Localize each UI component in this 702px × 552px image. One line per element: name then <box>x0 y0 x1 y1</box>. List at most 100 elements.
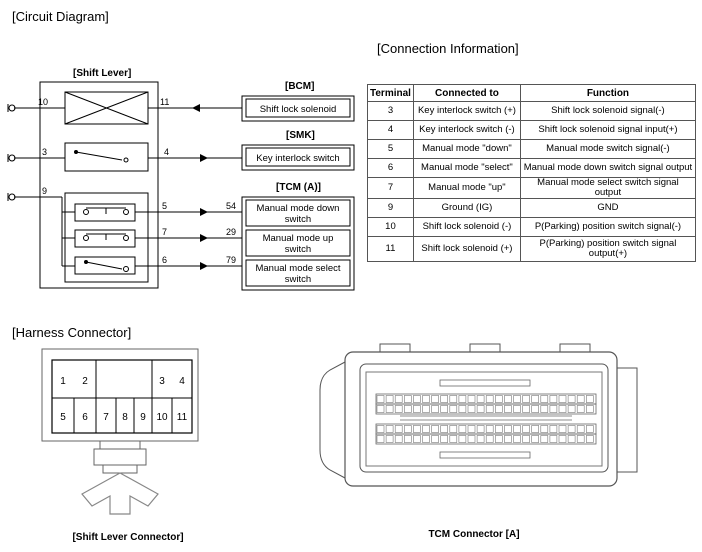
cell-connected: Shift lock solenoid (-) <box>412 217 521 237</box>
ground-terminal-icon <box>8 104 16 112</box>
pin-cavity <box>485 395 494 403</box>
manual-down-label-1: Manual mode down <box>257 203 340 214</box>
pin-cavity <box>431 425 439 433</box>
pin-cavity <box>394 395 403 403</box>
table-row: 6 Manual mode "select" Manual mode down … <box>367 158 696 178</box>
shift-lock-solenoid-label: Shift lock solenoid <box>260 104 337 115</box>
pin-cavity <box>558 425 567 433</box>
pin-label: 7 <box>103 412 109 423</box>
pin-cavity <box>531 435 540 443</box>
pin-cavity <box>403 405 412 413</box>
pin-cavity <box>585 405 594 413</box>
pin-cavity <box>567 405 576 413</box>
pin-cavity <box>522 395 530 403</box>
shift-lever-label: [Shift Lever] <box>73 68 131 79</box>
pin-cavity <box>449 435 458 443</box>
terminal-icon <box>8 154 16 162</box>
connection-info-table: Terminal Connected to Function 3 Key int… <box>367 84 696 262</box>
pin-cavity <box>549 435 558 443</box>
pin-cavity <box>513 395 521 403</box>
manual-select-label-1: Manual mode select <box>255 263 340 274</box>
pin-cavity <box>504 405 512 413</box>
key-interlock-switch-symbol <box>64 142 149 172</box>
pin-cavity <box>567 395 576 403</box>
pin-cavity <box>540 435 549 443</box>
cell-function: Manual mode select switch signal output <box>519 177 696 199</box>
pin-79: 79 <box>226 255 236 265</box>
pin-6: 6 <box>162 255 167 265</box>
circuit-diagram: [Shift Lever] 10 11 [BCM] Shift lock sol… <box>7 68 355 291</box>
cell-connected: Manual mode "down" <box>412 139 521 159</box>
cell-terminal: 7 <box>367 177 414 199</box>
pin-cavity <box>522 425 530 433</box>
tcm-label: [TCM (A)] <box>276 182 321 193</box>
connection-info-title: [Connection Information] <box>377 41 519 56</box>
pin-4: 4 <box>164 147 169 157</box>
cell-terminal: 3 <box>367 101 414 121</box>
pin-label: 4 <box>179 376 185 387</box>
pin-cavity <box>440 405 449 413</box>
header-terminal: Terminal <box>367 84 414 102</box>
pin-cavity <box>413 435 421 443</box>
pin-cavity <box>376 425 385 433</box>
pin-cavity <box>476 435 485 443</box>
cell-terminal: 4 <box>367 120 414 140</box>
manual-select-label-2: switch <box>285 274 311 285</box>
pin-cavity <box>385 395 394 403</box>
pin-cavity <box>458 405 467 413</box>
pin-label: 5 <box>60 412 66 423</box>
pin-cavity <box>531 395 540 403</box>
pin-cavity <box>422 395 430 403</box>
pin-label: 11 <box>177 412 188 423</box>
manual-down-label-2: switch <box>285 214 311 225</box>
pin-cavity <box>504 425 512 433</box>
table-row: 5 Manual mode "down" Manual mode switch … <box>367 139 696 159</box>
pin-cavity <box>540 405 549 413</box>
pin-cavity <box>458 395 467 403</box>
header-connected-to: Connected to <box>412 84 521 102</box>
pin-cavity <box>413 405 421 413</box>
pin-label: 2 <box>82 376 88 387</box>
pin-cavity <box>449 405 458 413</box>
pin-cavity <box>576 425 585 433</box>
cell-function: Manual mode down switch signal output <box>519 158 696 178</box>
header-function: Function <box>519 84 696 102</box>
arrow-down-icon <box>81 472 159 515</box>
pin-cavity <box>476 395 485 403</box>
pin-cavity <box>422 425 430 433</box>
pin-label: 9 <box>140 412 146 423</box>
pin-cavity <box>485 425 494 433</box>
pin-cavity <box>440 425 449 433</box>
pin-cavity <box>422 405 430 413</box>
pin-cavity <box>585 425 594 433</box>
pin-cavity <box>376 405 385 413</box>
table-row: 4 Key interlock switch (-) Shift lock so… <box>367 120 696 140</box>
cell-terminal: 6 <box>367 158 414 178</box>
pin-label: 6 <box>82 412 88 423</box>
pin-11: 11 <box>160 97 169 107</box>
smk-label: [SMK] <box>286 130 315 141</box>
table-row: 11 Shift lock solenoid (+) P(Parking) po… <box>367 236 696 262</box>
table-row: 9 Ground (IG) GND <box>367 198 696 218</box>
pin-cavity <box>531 405 540 413</box>
pin-cavity <box>403 435 412 443</box>
pin-cavity <box>485 405 494 413</box>
pin-cavity <box>476 425 485 433</box>
pin-cavity <box>549 425 558 433</box>
pin-cavity <box>494 435 503 443</box>
pin-cavity <box>504 435 512 443</box>
cell-connected: Manual mode "select" <box>412 158 521 178</box>
pin-cavity <box>385 425 394 433</box>
pin-cavity <box>585 435 594 443</box>
pin-cavity <box>494 425 503 433</box>
arrow-left-icon <box>192 104 200 112</box>
pin-label: 3 <box>159 376 165 387</box>
bcm-label: [BCM] <box>285 81 314 92</box>
pin-cavity <box>394 405 403 413</box>
pin-5: 5 <box>162 201 167 211</box>
pin-cavity <box>467 395 476 403</box>
pin-cavity <box>585 395 594 403</box>
cell-function: Manual mode switch signal(-) <box>519 139 696 159</box>
pin-cavity <box>376 395 385 403</box>
pin-cavity <box>413 425 421 433</box>
